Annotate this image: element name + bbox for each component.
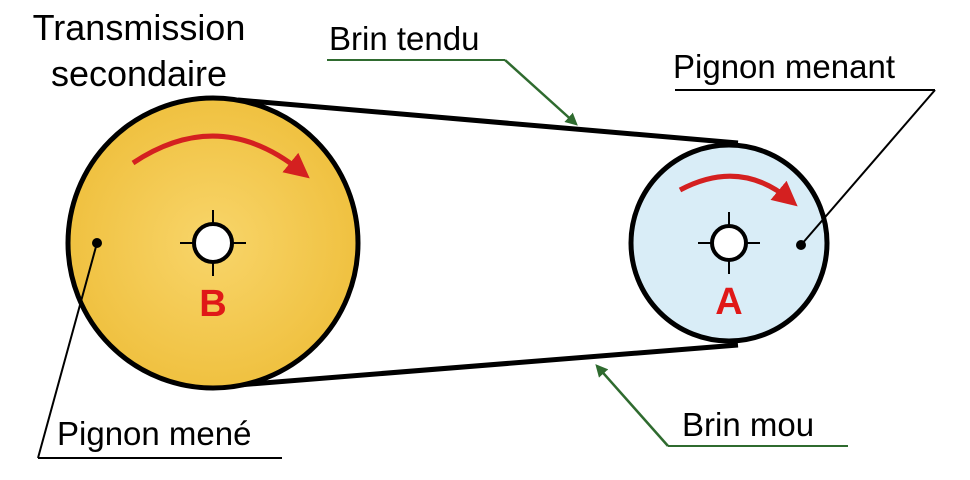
driven-pulley-letter: B — [199, 283, 226, 325]
pignon-mene-label: Pignon mené — [57, 415, 251, 452]
driver-pulley: A — [628, 142, 830, 344]
title-line-1: Transmission — [33, 7, 246, 48]
brin-mou-label: Brin mou — [682, 406, 814, 443]
belt-tight-strand — [237, 97, 739, 146]
pignon-menant-leader — [800, 89, 936, 246]
pignon-mene-leader — [37, 242, 98, 459]
driver-rotation-arrow — [678, 173, 798, 207]
driven-pulley: B — [65, 95, 361, 391]
driven-rotation-arrow — [131, 133, 310, 179]
brin-tendu-leader — [504, 59, 578, 126]
pignon-menant-label: Pignon menant — [673, 48, 895, 85]
title-line-2: secondaire — [51, 53, 227, 94]
belt-slack-strand — [237, 342, 739, 388]
brin-tendu-label: Brin tendu — [329, 20, 479, 57]
driver-pulley-letter: A — [715, 281, 742, 323]
brin-mou-leader — [595, 364, 669, 447]
